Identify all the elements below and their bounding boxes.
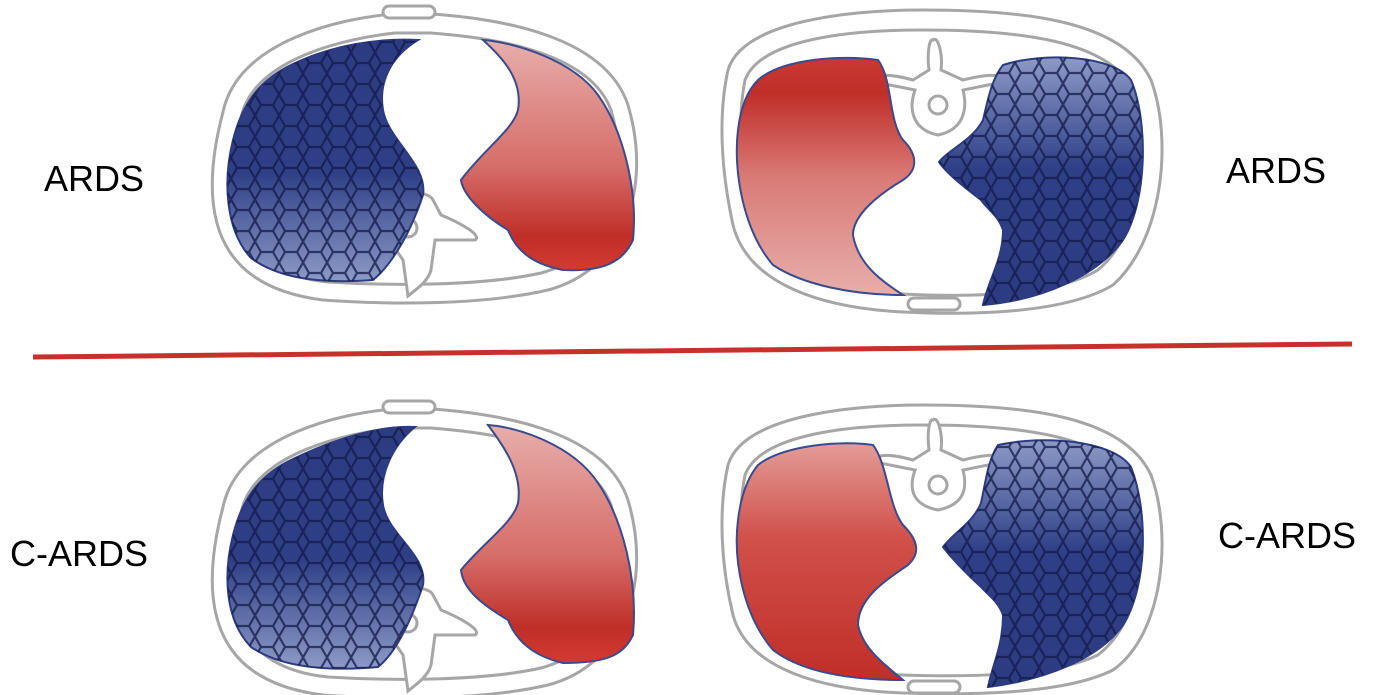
thorax-ards-prone <box>722 10 1162 313</box>
divider-line <box>33 344 1352 357</box>
thorax-ards-supine <box>212 6 636 303</box>
thorax-cards-supine <box>212 401 636 695</box>
thorax-cards-prone <box>722 405 1162 694</box>
